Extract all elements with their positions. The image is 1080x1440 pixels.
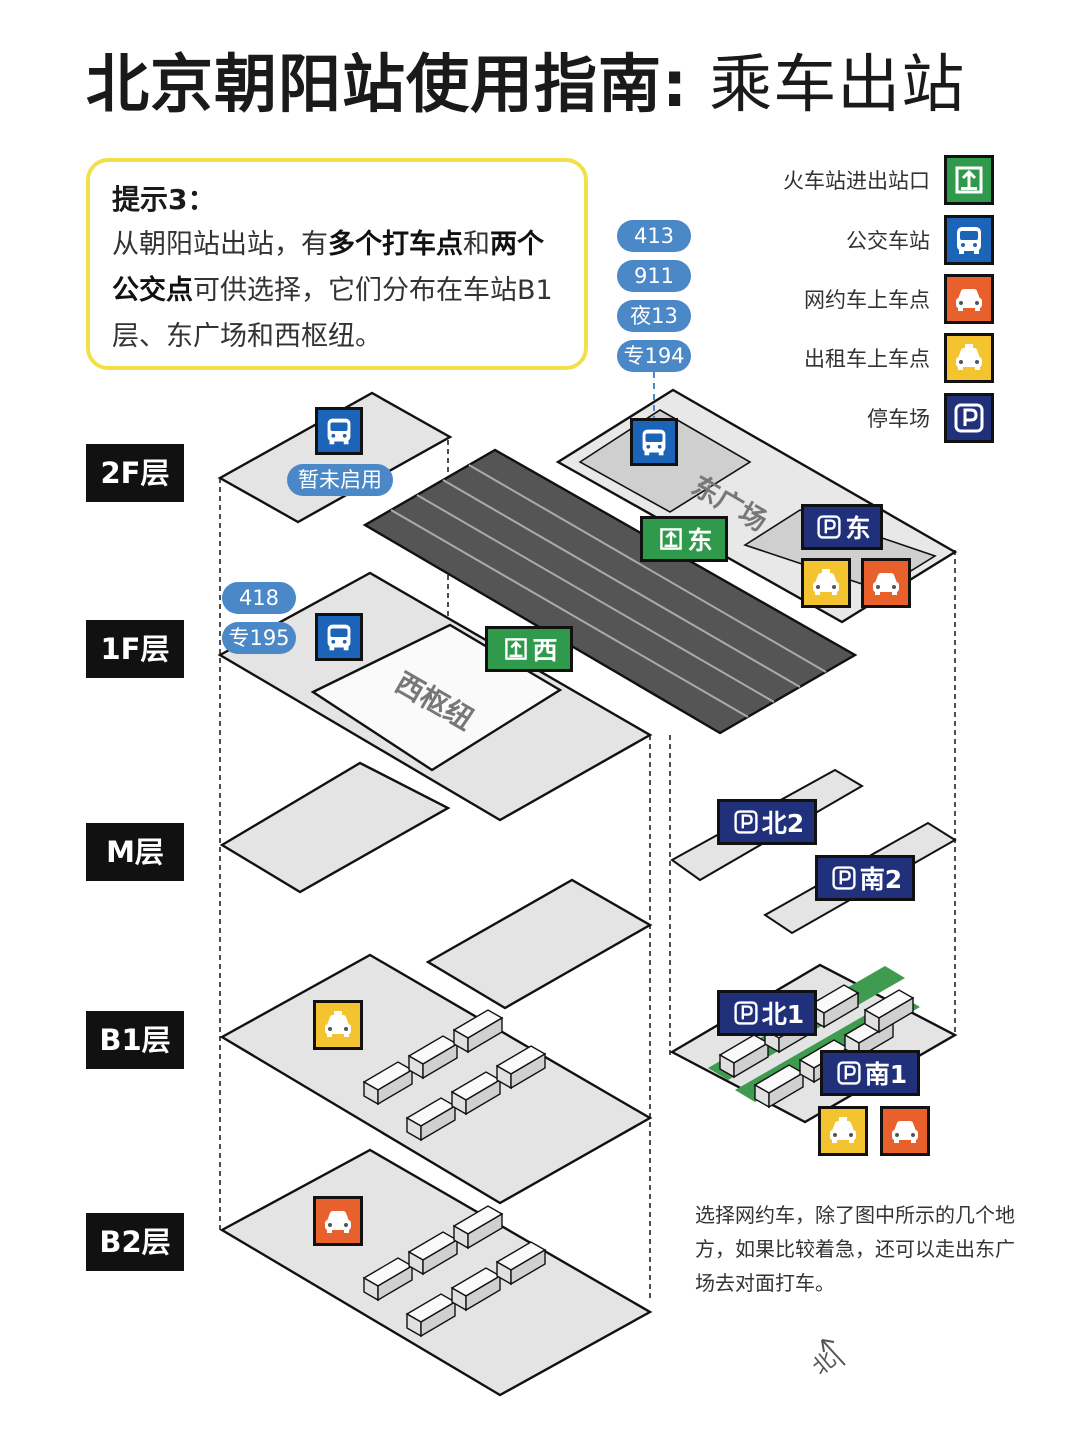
- parking-north2-sign: 北2: [717, 799, 817, 845]
- parking-block: [420, 1104, 456, 1142]
- bus-route-pill: 911: [617, 260, 691, 292]
- floor-b2-slab: [219, 1148, 653, 1397]
- exit-west-sign: 西: [485, 626, 573, 672]
- floor-b1-upper-slab: [425, 878, 653, 1010]
- exit-icon: [500, 633, 532, 665]
- floor-label-m: M层: [86, 823, 184, 881]
- tip-heading: 提示3：: [112, 183, 216, 216]
- not-in-use-label: 暂未启用: [287, 464, 393, 496]
- route-connector: [653, 372, 655, 422]
- parking-block: [377, 1264, 413, 1302]
- bus-icon: [630, 418, 678, 466]
- parking-block: [467, 1212, 503, 1250]
- car-icon: [944, 274, 994, 324]
- exit-east-sign: 东: [640, 516, 728, 562]
- parking-block: [467, 1016, 503, 1054]
- parking-block: [878, 996, 914, 1034]
- legend-item-exit: 火车站进出站口: [783, 155, 994, 205]
- ride-hailing-note: 选择网约车，除了图中所示的几个地方，如果比较着急，还可以走出东广场去对面打车。: [695, 1203, 1015, 1295]
- parking-icon: [730, 806, 762, 838]
- taxi-icon: [313, 1000, 363, 1050]
- bus-icon: [315, 407, 363, 455]
- floor-label-2f: 2F层: [86, 444, 184, 502]
- parking-block: [422, 1042, 458, 1080]
- taxi-icon: [944, 333, 994, 383]
- parking-north1-sign: 北1: [717, 990, 817, 1036]
- bus-route-pill: 418: [222, 582, 296, 614]
- parking-block: [510, 1248, 546, 1286]
- tip-box: 提示3： 从朝阳站出站，有多个打车点和两个公交点可供选择，它们分布在车站B1层、…: [86, 158, 588, 370]
- bus-route-pill: 专194: [617, 340, 691, 372]
- bus-route-pill: 413: [617, 220, 691, 252]
- tip-body: 从朝阳站出站，有多个打车点和两个公交点可供选择，它们分布在车站B1层、东广场和西…: [112, 229, 553, 352]
- parking-icon: [730, 997, 762, 1029]
- floor-label-1f: 1F层: [86, 620, 184, 678]
- parking-block: [377, 1068, 413, 1106]
- parking-block: [768, 1071, 804, 1109]
- parking-south2-sign: 南2: [815, 855, 915, 901]
- parking-block: [733, 1041, 769, 1079]
- parking-block: [465, 1274, 501, 1312]
- page-title: 北京朝阳站使用指南: 乘车出站: [86, 48, 966, 121]
- compass-arrow-icon: [821, 1339, 846, 1366]
- floor-b1-east-slab: [669, 963, 958, 1124]
- floor-m-slab: [219, 761, 451, 894]
- bus-icon: [315, 613, 363, 661]
- parking-block: [420, 1300, 456, 1338]
- parking-block: [465, 1078, 501, 1116]
- track-lines: [390, 464, 827, 718]
- legend-item-taxi: 出租车上车点: [804, 333, 994, 383]
- exit-icon: [944, 155, 994, 205]
- floor-label-b1: B1层: [86, 1011, 184, 1069]
- exit-icon: [655, 523, 687, 555]
- parking-block: [510, 1052, 546, 1090]
- parking-block: [823, 991, 859, 1029]
- parking-icon: [833, 1057, 865, 1089]
- legend-item-parking: 停车场: [867, 393, 994, 443]
- bus-route-pill: 夜13: [617, 300, 691, 332]
- floor-label-b2: B2层: [86, 1213, 184, 1271]
- legend-item-bus: 公交车站: [846, 215, 994, 265]
- parking-block: [422, 1238, 458, 1276]
- car-icon: [880, 1106, 930, 1156]
- parking-icon: [828, 862, 860, 894]
- car-icon: [313, 1196, 363, 1246]
- parking-icon: [944, 393, 994, 443]
- taxi-icon: [818, 1106, 868, 1156]
- bus-route-pill: 专195: [222, 622, 296, 654]
- taxi-icon: [801, 558, 851, 608]
- parking-blocks: [362, 984, 915, 1338]
- bus-icon: [944, 215, 994, 265]
- platform-tracks: [362, 448, 858, 735]
- parking-east-sign: 东: [801, 504, 883, 550]
- floor-b1-slab: [219, 953, 653, 1205]
- legend-item-ride-hailing: 网约车上车点: [804, 274, 994, 324]
- parking-icon: [813, 511, 845, 543]
- car-icon: [861, 558, 911, 608]
- parking-south1-sign: 南1: [820, 1050, 920, 1096]
